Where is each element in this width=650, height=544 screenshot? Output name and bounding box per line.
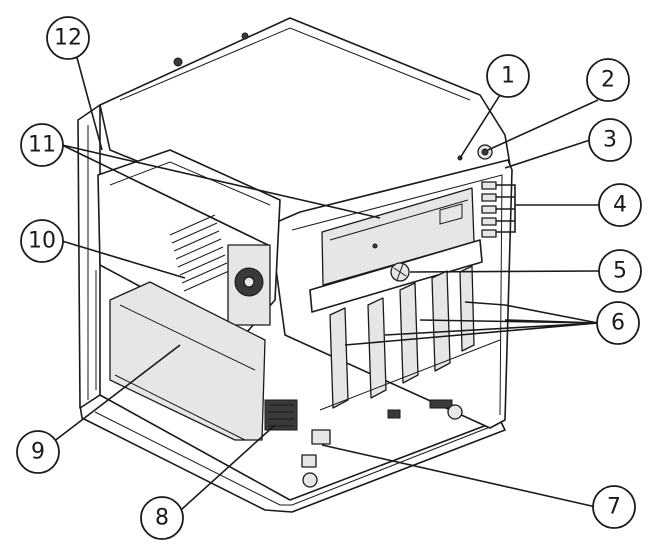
callout-2: 2 — [586, 58, 630, 102]
svg-text:2: 2 — [601, 68, 615, 93]
svg-text:6: 6 — [611, 311, 625, 336]
svg-text:11: 11 — [28, 133, 56, 158]
callouts: 12 11 10 9 8 7 6 5 4 3 2 1 — [16, 16, 642, 540]
leader-9 — [39, 344, 181, 453]
callout-3: 3 — [588, 118, 632, 162]
svg-text:12: 12 — [54, 26, 82, 51]
svg-text:3: 3 — [603, 128, 617, 153]
svg-text:9: 9 — [31, 440, 45, 465]
leader-12 — [75, 53, 103, 151]
callout-1: 1 — [486, 54, 530, 98]
callout-11: 11 — [20, 123, 64, 167]
leader-lines — [39, 53, 601, 519]
leader-8 — [171, 424, 276, 519]
svg-text:1: 1 — [501, 64, 515, 89]
svg-text:10: 10 — [28, 229, 56, 254]
chassis-drawing — [77, 17, 513, 513]
leader-3 — [504, 139, 591, 169]
leader-10 — [61, 240, 186, 279]
leader-2 — [487, 99, 599, 151]
callout-4: 4 — [598, 183, 642, 227]
leader-1 — [459, 94, 501, 159]
leader-11 — [61, 144, 381, 219]
leader-4 — [496, 184, 600, 233]
svg-text:5: 5 — [613, 259, 627, 284]
svg-text:8: 8 — [155, 506, 169, 531]
svg-text:4: 4 — [613, 193, 627, 218]
leader-7 — [321, 444, 597, 508]
psu-vents — [169, 214, 230, 292]
callout-7: 7 — [592, 485, 636, 529]
callout-5: 5 — [598, 249, 642, 293]
callout-8: 8 — [140, 496, 184, 540]
drive-rails — [329, 265, 475, 409]
callout-10: 10 — [20, 219, 64, 263]
callout-6: 6 — [596, 301, 640, 345]
leader-6 — [344, 301, 599, 346]
leader-11b — [61, 144, 269, 246]
svg-text:7: 7 — [607, 495, 621, 520]
callout-12: 12 — [46, 16, 90, 60]
leader-5 — [409, 270, 601, 273]
callout-9: 9 — [16, 430, 60, 474]
